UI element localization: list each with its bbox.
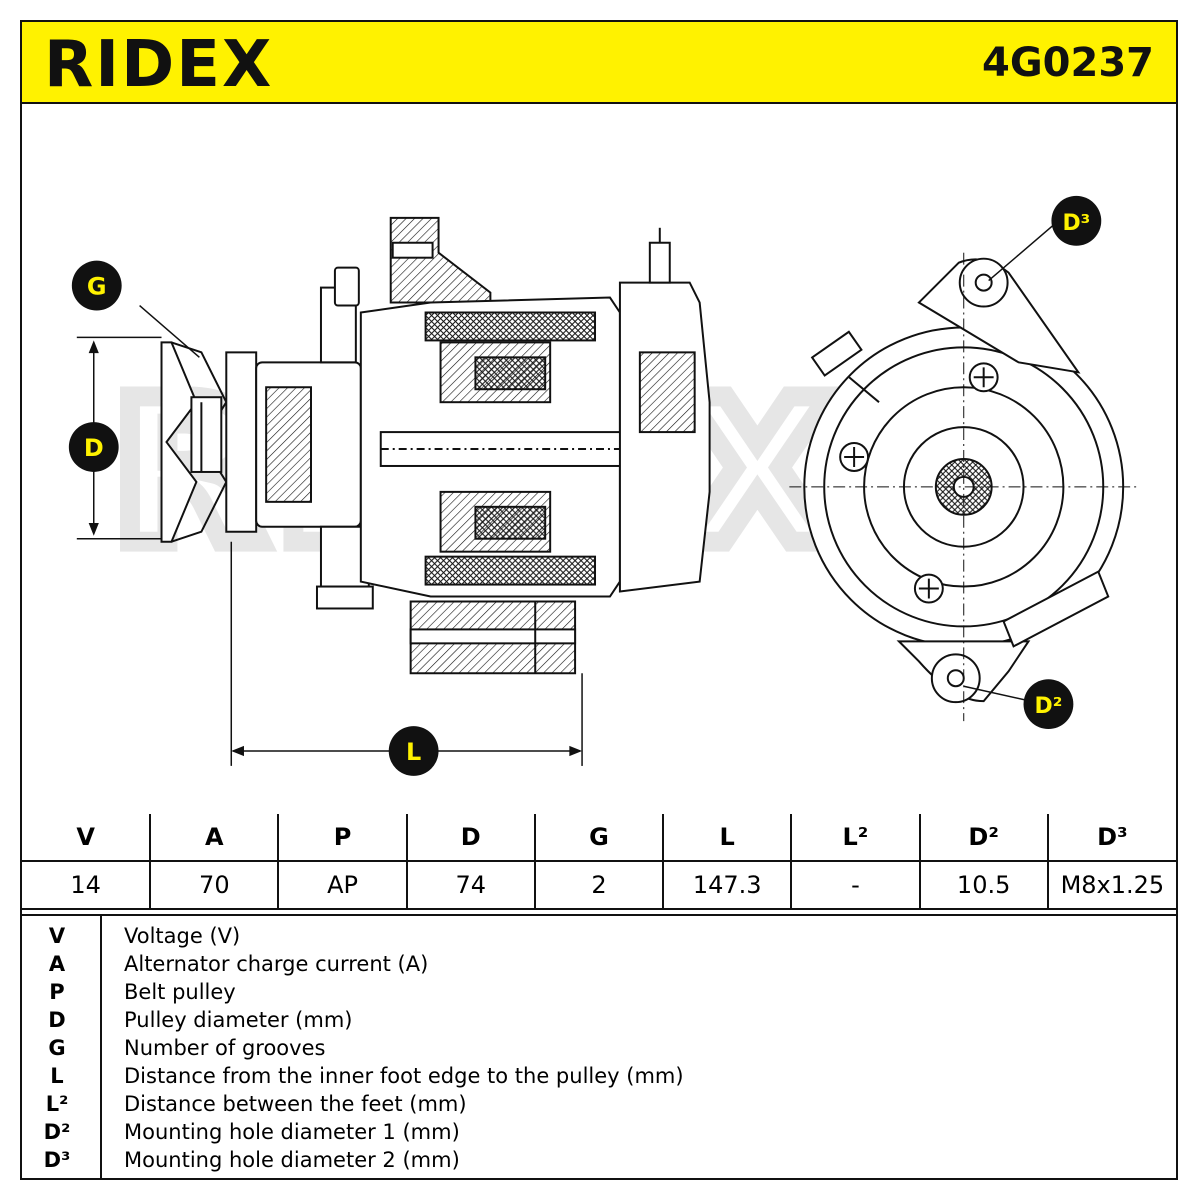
- legend-desc: Distance between the feet (mm): [124, 1092, 467, 1116]
- spec-table: V A P D G L L² D² D³ 14 70 AP 74 2 147.3…: [22, 814, 1176, 910]
- spec-header: V: [22, 814, 152, 862]
- legend-desc: Alternator charge current (A): [124, 952, 429, 976]
- legend-item: V Voltage (V): [22, 924, 1176, 952]
- legend-code: A: [48, 952, 66, 976]
- spec-value: -: [790, 860, 921, 910]
- svg-text:D: D: [84, 434, 104, 462]
- legend-item: L² Distance between the feet (mm): [22, 1092, 1176, 1120]
- legend-item: D² Mounting hole diameter 1 (mm): [22, 1120, 1176, 1148]
- legend-desc: Number of grooves: [124, 1036, 326, 1060]
- legend-item: G Number of grooves: [22, 1036, 1176, 1064]
- legend-code: L²: [45, 1092, 69, 1116]
- svg-text:D²: D²: [1035, 694, 1063, 719]
- spec-header-row: V A P D G L L² D² D³: [22, 814, 1176, 862]
- spec-header: D³: [1046, 814, 1176, 862]
- legend-code: D²: [43, 1120, 71, 1144]
- legend-item: D³ Mounting hole diameter 2 (mm): [22, 1148, 1176, 1176]
- part-number: 4G0237: [982, 40, 1154, 86]
- legend-desc: Distance from the inner foot edge to the…: [124, 1064, 684, 1088]
- spec-value: 147.3: [662, 860, 793, 910]
- svg-text:G: G: [87, 273, 107, 301]
- legend-code: P: [49, 980, 65, 1004]
- legend-code: L: [50, 1064, 64, 1088]
- datasheet-frame: RIDEX 4G0237 RIDEX: [20, 20, 1178, 1180]
- spec-value: AP: [277, 860, 408, 910]
- legend-code: D: [48, 1008, 66, 1032]
- legend-item: P Belt pulley: [22, 980, 1176, 1008]
- spec-value: 14: [22, 860, 152, 910]
- spec-value: M8x1.25: [1046, 860, 1176, 910]
- svg-text:L: L: [406, 738, 421, 766]
- spec-header: A: [149, 814, 280, 862]
- callout-d2: D²: [1023, 679, 1074, 730]
- legend-code: G: [48, 1036, 66, 1060]
- legend-item: A Alternator charge current (A): [22, 952, 1176, 980]
- legend-divider: [100, 916, 102, 1180]
- spec-header: D²: [918, 814, 1049, 862]
- spec-value: 10.5: [918, 860, 1049, 910]
- legend-code: D³: [43, 1148, 71, 1172]
- svg-text:D³: D³: [1062, 211, 1090, 236]
- legend-desc: Mounting hole diameter 1 (mm): [124, 1120, 460, 1144]
- spec-value: 74: [405, 860, 536, 910]
- end-view: [789, 252, 1139, 722]
- callout-d: D: [68, 422, 119, 472]
- spec-value-row: 14 70 AP 74 2 147.3 - 10.5 M8x1.25: [22, 860, 1176, 910]
- legend-desc: Pulley diameter (mm): [124, 1008, 353, 1032]
- brand-logo: RIDEX: [44, 28, 274, 102]
- legend-desc: Voltage (V): [124, 924, 241, 948]
- spec-header: G: [533, 814, 665, 862]
- spec-header: L: [662, 814, 793, 862]
- legend-code: V: [48, 924, 66, 948]
- callout-g: G: [71, 260, 122, 311]
- spec-value: 2: [533, 860, 665, 910]
- callout-l: L: [388, 726, 439, 776]
- spec-value: 70: [149, 860, 280, 910]
- technical-drawing: RIDEX: [22, 102, 1176, 814]
- header-bar: RIDEX 4G0237: [22, 22, 1176, 104]
- legend: V Voltage (V) A Alternator charge curren…: [22, 914, 1176, 1180]
- legend-desc: Belt pulley: [124, 980, 236, 1004]
- legend-item: D Pulley diameter (mm): [22, 1008, 1176, 1036]
- legend-item: L Distance from the inner foot edge to t…: [22, 1064, 1176, 1092]
- spec-header: P: [277, 814, 408, 862]
- legend-desc: Mounting hole diameter 2 (mm): [124, 1148, 460, 1172]
- side-view: [160, 216, 711, 675]
- spec-header: D: [405, 814, 536, 862]
- spec-header: L²: [790, 814, 921, 862]
- callout-d3: D³: [1051, 195, 1102, 246]
